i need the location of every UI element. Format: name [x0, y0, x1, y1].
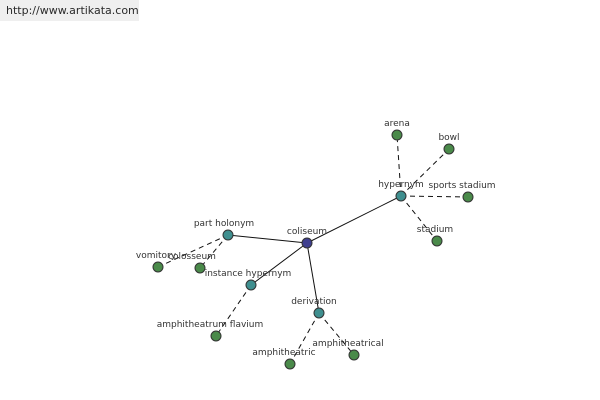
word-node-stadium[interactable]	[431, 235, 443, 247]
word-node-amphitheatrum-flavium[interactable]	[210, 330, 222, 342]
edge-derivation-amphitheatric	[289, 312, 320, 365]
edge-part-holonym-vomitory	[157, 234, 229, 268]
edge-coliseum-hypernym	[306, 195, 402, 244]
relation-node-hypernym[interactable]	[395, 190, 407, 202]
relation-node-part-holonym[interactable]	[222, 229, 234, 241]
relation-label-instance-hypernym[interactable]: instance hypernym	[205, 269, 292, 279]
word-node-colosseum[interactable]	[194, 262, 206, 274]
edge-derivation-amphitheatrical	[318, 312, 355, 356]
word-label-stadium[interactable]: stadium	[417, 225, 453, 235]
relation-node-instance-hypernym[interactable]	[245, 279, 257, 291]
edge-hypernym-sports-stadium	[400, 195, 469, 198]
word-label-sports-stadium[interactable]: sports stadium	[428, 181, 495, 191]
word-label-amphitheatrum-flavium[interactable]: amphitheatrum flavium	[157, 320, 264, 330]
center-label[interactable]: coliseum	[287, 227, 327, 237]
relation-label-part-holonym[interactable]: part holonym	[194, 219, 254, 229]
edge-coliseum-derivation	[306, 242, 320, 314]
word-label-arena[interactable]: arena	[384, 119, 410, 129]
word-label-colosseum[interactable]: colosseum	[168, 252, 216, 262]
edge-hypernym-bowl	[400, 148, 450, 197]
word-label-bowl[interactable]: bowl	[438, 133, 459, 143]
word-node-amphitheatric[interactable]	[284, 358, 296, 370]
edge-coliseum-part-holonym	[227, 234, 308, 244]
source-url-link[interactable]: http://www.artikata.com	[6, 4, 139, 17]
edge-instance-hypernym-amphitheatrum-flavium	[215, 284, 252, 337]
word-node-amphitheatrical[interactable]	[348, 349, 360, 361]
edge-hypernym-stadium	[400, 195, 438, 242]
edge-coliseum-instance-hypernym	[250, 242, 308, 286]
relation-label-derivation[interactable]: derivation	[291, 297, 337, 307]
relation-node-derivation[interactable]	[313, 307, 325, 319]
word-node-bowl[interactable]	[443, 143, 455, 155]
word-label-vomitory[interactable]: vomitory	[136, 251, 177, 261]
word-node-vomitory[interactable]	[152, 261, 164, 273]
word-label-amphitheatric[interactable]: amphitheatric	[252, 348, 315, 358]
edge-hypernym-arena	[396, 134, 402, 197]
word-label-amphitheatrical[interactable]: amphitheatrical	[312, 339, 383, 349]
word-node-sports-stadium[interactable]	[462, 191, 474, 203]
center-node-coliseum[interactable]	[301, 237, 313, 249]
url-banner: http://www.artikata.com	[0, 0, 139, 21]
edge-part-holonym-colosseum	[199, 234, 229, 269]
relation-label-hypernym[interactable]: hypernym	[378, 180, 424, 190]
word-node-arena[interactable]	[391, 129, 403, 141]
